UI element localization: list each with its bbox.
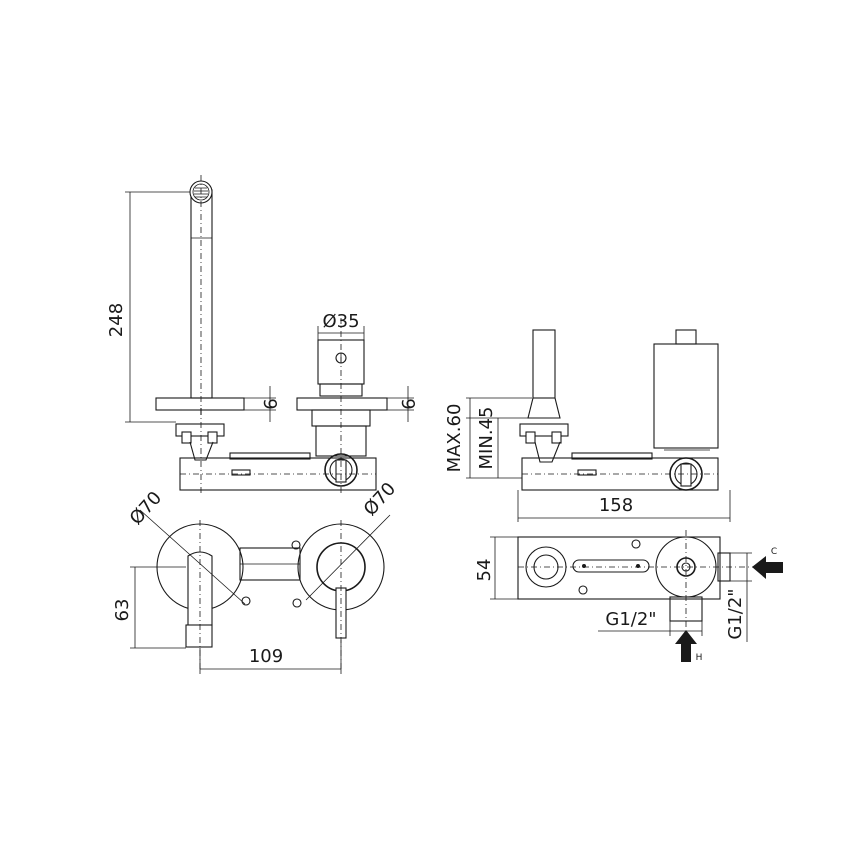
hot-inlet-arrow: H — [675, 630, 702, 663]
hot-label: H — [696, 653, 703, 663]
bottom-view: 54 G1/2" G1/2" C H — [474, 530, 783, 663]
dimension-diameter-70-left: Ø70 — [126, 488, 246, 605]
cold-label: C — [771, 547, 777, 557]
front-view: 248 Ø35 9 9 — [106, 175, 418, 495]
side-view: MAX.60 MIN.45 158 — [444, 329, 731, 522]
dimension-248: 248 — [106, 191, 190, 423]
dim-158-text: 158 — [599, 495, 633, 516]
cold-inlet-arrow: C — [752, 547, 783, 579]
dim-54-text: 54 — [474, 559, 495, 582]
dimension-diameter-70-right: Ø70 — [305, 479, 400, 601]
dimension-158: 158 — [517, 490, 731, 522]
dim-9-left-text: 9 — [259, 398, 280, 409]
dimension-109: 109 — [199, 640, 342, 674]
dimension-9-left: 9 — [244, 386, 280, 422]
dim-63-text: 63 — [112, 599, 133, 622]
dimension-63: 63 — [112, 566, 186, 649]
dimension-g12-bottom: G1/2" — [598, 609, 703, 636]
dim-9-right-text: 9 — [397, 398, 418, 409]
dimension-diameter-35: Ø35 — [317, 311, 365, 340]
dim-109-text: 109 — [249, 646, 283, 667]
dimension-9-right: 9 — [387, 386, 418, 422]
dim-g12-right-text: G1/2" — [725, 588, 746, 639]
dimension-max-min: MAX.60 MIN.45 — [444, 397, 532, 479]
dim-g12-bottom-text: G1/2" — [605, 609, 656, 630]
dim-248-text: 248 — [106, 303, 127, 337]
dim-diameter-35-text: Ø35 — [322, 311, 359, 332]
plan-view: Ø70 Ø70 63 109 — [112, 479, 400, 674]
spout — [155, 180, 245, 461]
embedded-body — [179, 175, 377, 495]
mixer-body — [296, 339, 388, 487]
dim-min-45-text: MIN.45 — [476, 407, 497, 470]
dimension-54: 54 — [474, 536, 518, 600]
dim-max-60-text: MAX.60 — [444, 404, 465, 473]
dim-diameter-70-left-text: Ø70 — [126, 488, 166, 530]
dimension-g12-right: G1/2" — [725, 552, 752, 642]
dim-diameter-70-right-text: Ø70 — [360, 479, 400, 521]
